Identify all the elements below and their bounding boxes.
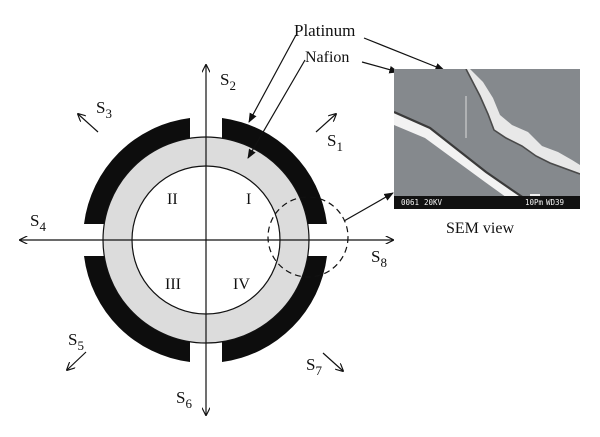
electrode-segment-upper-left	[84, 118, 190, 224]
electrode-segment-lower-left	[84, 256, 190, 362]
electrode-segment-lower-right	[222, 256, 327, 362]
sensor-label-s8: S8	[371, 247, 387, 270]
arrow-s1	[315, 114, 336, 133]
nafion-label: Nafion	[305, 49, 349, 66]
arrow-s5	[67, 351, 87, 370]
arrow-s3	[78, 114, 99, 133]
sem-label-wd: WD39	[546, 198, 564, 207]
platinum-callout-to-sem	[363, 37, 445, 71]
quadrant-label-iii: III	[165, 276, 181, 293]
nafion-callout-to-membrane	[247, 59, 306, 159]
sensor-label-s4: S4	[30, 211, 46, 234]
sensor-label-s3: S3	[96, 98, 112, 121]
zoom-pointer-line	[343, 192, 394, 222]
platinum-callout-to-electrode	[248, 34, 297, 123]
sensor-label-s7: S7	[306, 355, 322, 378]
sem-scale-label: 10Pm	[525, 198, 544, 207]
zoom-region-circle	[267, 196, 349, 278]
sensor-label-s6: S6	[176, 388, 192, 411]
quadrant-label-i: I	[246, 191, 251, 208]
sensor-label-s5: S5	[68, 330, 84, 353]
sem-view-caption: SEM view	[446, 220, 514, 237]
sem-label-left: 0061	[401, 198, 419, 207]
arrow-s7	[322, 352, 343, 371]
sensor-label-s2: S2	[220, 70, 236, 93]
sem-micrograph: 0061 20KV 10Pm WD39	[394, 69, 580, 209]
sensor-label-s1: S1	[327, 131, 343, 154]
quadrant-label-iv: IV	[233, 276, 250, 293]
sem-label-voltage: 20KV	[424, 198, 443, 207]
nafion-callout-to-sem	[361, 61, 399, 74]
quadrant-label-ii: II	[167, 191, 178, 208]
platinum-label: Platinum	[294, 21, 355, 40]
